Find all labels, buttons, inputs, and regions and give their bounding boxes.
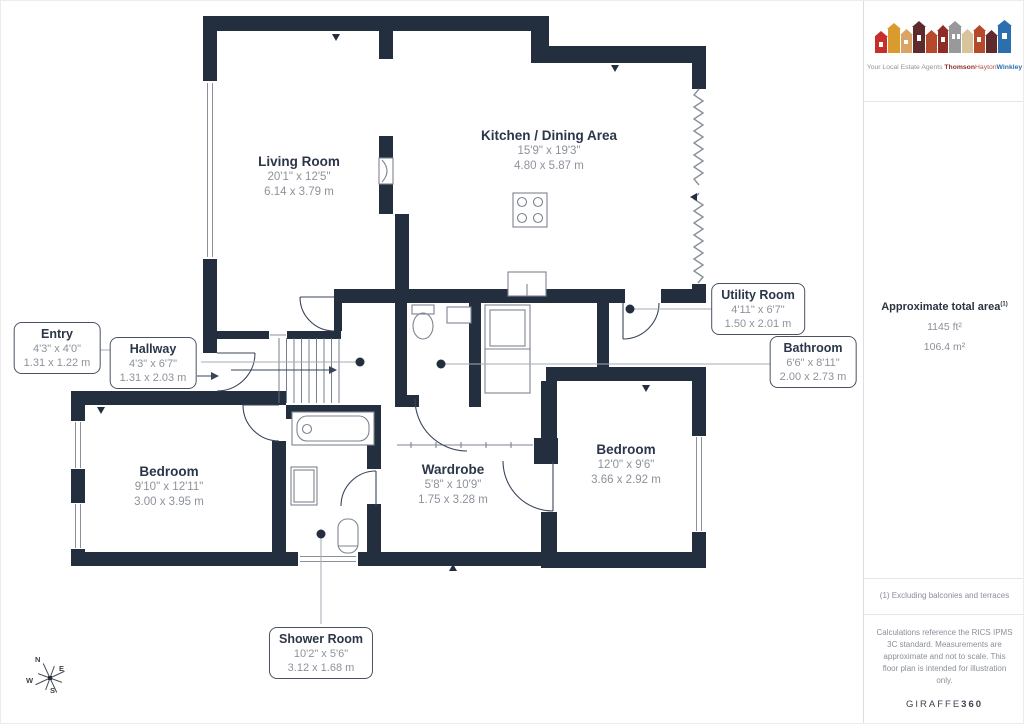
stairs <box>231 338 340 403</box>
total-area-title: Approximate total area(1) <box>881 301 1008 313</box>
room-label-utility-room: Utility Room 4'11" x 6'7" 1.50 x 2.01 m <box>711 283 805 335</box>
compass-east-label: E <box>59 664 65 673</box>
total-area-ft: 1145 ft² <box>927 321 962 333</box>
room-label-hallway: Hallway 4'3" x 6'7" 1.31 x 2.03 m <box>109 337 197 389</box>
total-area-m: 106.4 m² <box>923 341 966 353</box>
room-label-living-room: Living Room 20'1" x 12'5" 6.14 x 3.79 m <box>258 154 340 198</box>
room-label-bedroom-left: Bedroom 9'10" x 12'11" 3.00 x 3.95 m <box>134 464 204 508</box>
toilet-icon <box>411 304 435 315</box>
compass-west-label: W <box>26 676 34 685</box>
room-label-kitchen-dining: Kitchen / Dining Area 15'9" x 19'3" 4.80… <box>480 128 618 172</box>
room-label-wardrobe: Wardrobe 5'8" x 10'9" 1.75 x 3.28 m <box>418 462 488 506</box>
fixtures <box>290 157 548 554</box>
toilet-icon <box>337 518 359 554</box>
giraffe360-logo: GIRAFFE360 <box>905 699 984 710</box>
agency-houses-logo-icon <box>873 20 1012 53</box>
zigzag-wall <box>692 88 705 284</box>
stairs-direction-arrow-icon <box>329 366 337 374</box>
bath-icon <box>291 411 375 446</box>
sidebar: Your Local Estate Agents ThomsonHaytonWi… <box>863 1 1023 723</box>
room-label-bathroom: Bathroom 6'6" x 8'11" 2.00 x 2.73 m <box>769 336 857 388</box>
compass-south-label: S <box>50 686 56 695</box>
shower-tray-icon <box>290 466 318 506</box>
wall-ticks <box>97 34 697 571</box>
hallway-pointer-arrow-icon <box>211 372 219 380</box>
hob-icon <box>512 192 548 228</box>
total-area-block: Approximate total area(1) 1145 ft² 106.4… <box>864 301 1023 353</box>
agency-tagline: Your Local Estate Agents ThomsonHaytonWi… <box>866 64 1023 71</box>
compass-north-label: N <box>35 655 41 664</box>
callouts <box>93 304 771 624</box>
room-label-bedroom-right: Bedroom 12'0" x 9'6" 3.66 x 2.92 m <box>591 442 661 486</box>
disclaimer-text: Calculations reference the RICS IPMS 3C … <box>876 628 1013 685</box>
room-label-entry: Entry 4'3" x 4'0" 1.31 x 1.22 m <box>13 322 101 374</box>
basin-icon <box>446 306 472 324</box>
compass-rose: N E W S <box>21 649 79 707</box>
room-label-shower-room: Shower Room 10'2" x 5'6" 3.12 x 1.68 m <box>268 627 374 679</box>
agency-logo: Your Local Estate Agents ThomsonHaytonWi… <box>864 1 1023 102</box>
disclaimer-block: Calculations reference the RICS IPMS 3C … <box>864 614 1023 710</box>
area-footnote: (1) Excluding balconies and terraces <box>864 578 1023 600</box>
doors <box>216 296 660 512</box>
compass-star-icon <box>35 663 65 693</box>
footnote-reference: (1) <box>1000 301 1008 308</box>
